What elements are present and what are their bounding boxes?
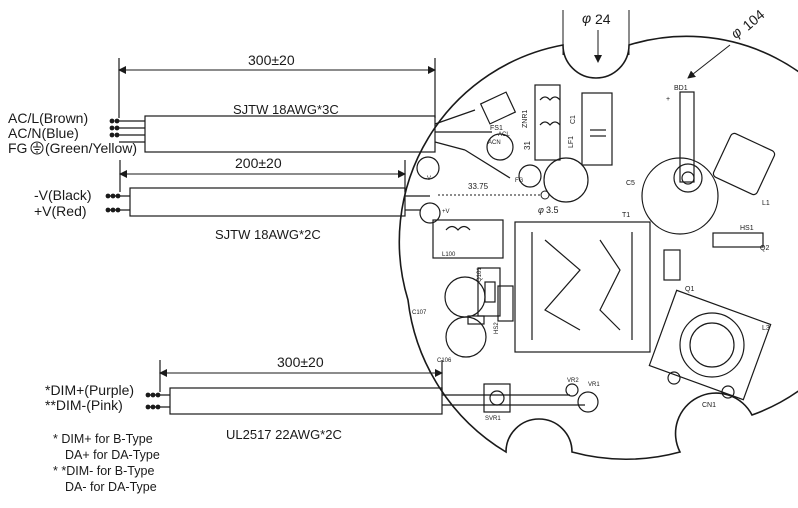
ac-cable-spec: SJTW 18AWG*3C bbox=[233, 102, 339, 117]
ac-wire-ends bbox=[109, 118, 120, 138]
label-q1: Q1 bbox=[685, 286, 695, 293]
pcb-outline bbox=[398, 35, 798, 461]
note-4: DA- for DA-Type bbox=[65, 480, 157, 494]
fg-hole bbox=[438, 190, 550, 200]
hole-diameter-label: 3.5 bbox=[546, 205, 559, 215]
diameter-arrow bbox=[687, 44, 731, 79]
label-q2: Q2 bbox=[760, 245, 770, 252]
note-3: * *DIM- for B-Type bbox=[53, 464, 155, 478]
label-l1: L1 bbox=[762, 200, 770, 207]
label-c107: C107 bbox=[412, 310, 427, 316]
wire-ac-n: AC/N(Blue) bbox=[8, 125, 79, 141]
label-c1: C1 bbox=[570, 115, 577, 124]
hole-diameter-phi: φ bbox=[538, 205, 544, 215]
label-fg: FG bbox=[515, 178, 524, 184]
label-c5: C5 bbox=[626, 180, 635, 187]
ground-icon bbox=[30, 141, 44, 155]
wire-ac-l: AC/L(Brown) bbox=[8, 110, 89, 126]
label-c106: C106 bbox=[437, 358, 452, 364]
label-znr1: ZNR1 bbox=[522, 109, 529, 128]
dc-wire-ends bbox=[105, 193, 121, 213]
note-2: DA+ for DA-Type bbox=[65, 448, 160, 462]
note-1: * DIM+ for B-Type bbox=[53, 432, 153, 446]
wire-fg-suffix: (Green/Yellow) bbox=[45, 140, 138, 156]
dc-cable-length: 200±20 bbox=[235, 155, 282, 171]
hole-offset-label: 33.75 bbox=[468, 182, 489, 191]
label-hs2: HS2 bbox=[494, 322, 500, 334]
label-l100: L100 bbox=[442, 252, 456, 258]
ac-cable bbox=[118, 58, 511, 179]
dc-cable-spec: SJTW 18AWG*2C bbox=[215, 227, 321, 242]
slot-width-phi: φ bbox=[582, 10, 592, 26]
wire-fg-prefix: FG bbox=[8, 140, 28, 156]
label-v-pos: +V bbox=[442, 209, 450, 215]
pcb-components bbox=[416, 84, 776, 413]
label-cn1: CN1 bbox=[702, 402, 717, 409]
label-vr2: VR2 bbox=[567, 378, 579, 384]
label-acn: ACN bbox=[488, 140, 501, 146]
height-31-label: 31 bbox=[523, 141, 532, 150]
dim-cable-length: 300±20 bbox=[277, 354, 324, 370]
label-svr1: SVR1 bbox=[485, 416, 501, 422]
wire-v-neg: -V(Black) bbox=[34, 187, 92, 203]
label-acl: ACL bbox=[498, 132, 510, 138]
label-lf1: LF1 bbox=[568, 135, 575, 148]
label-l3: L3 bbox=[762, 325, 770, 332]
slot-width-label: 24 bbox=[595, 11, 611, 27]
label-v-neg: -V bbox=[425, 176, 431, 182]
wire-dim-pos: *DIM+(Purple) bbox=[45, 382, 135, 398]
label-fs1: FS1 bbox=[490, 125, 503, 132]
dim-cable-spec: UL2517 22AWG*2C bbox=[226, 427, 342, 442]
label-bd1: BD1 bbox=[674, 85, 688, 92]
wire-v-pos: +V(Red) bbox=[34, 203, 87, 219]
wire-dim-neg: **DIM-(Pink) bbox=[45, 397, 123, 413]
slot-dimension bbox=[562, 10, 630, 63]
label-plus: + bbox=[666, 96, 671, 103]
dim-cable bbox=[148, 360, 585, 415]
label-hs1: HS1 bbox=[740, 225, 754, 232]
label-t1: T1 bbox=[622, 212, 631, 219]
label-q101: Q101 bbox=[477, 267, 483, 282]
ac-cable-length: 300±20 bbox=[248, 52, 295, 68]
dim-wire-ends bbox=[145, 392, 161, 410]
label-vr1: VR1 bbox=[588, 382, 600, 388]
